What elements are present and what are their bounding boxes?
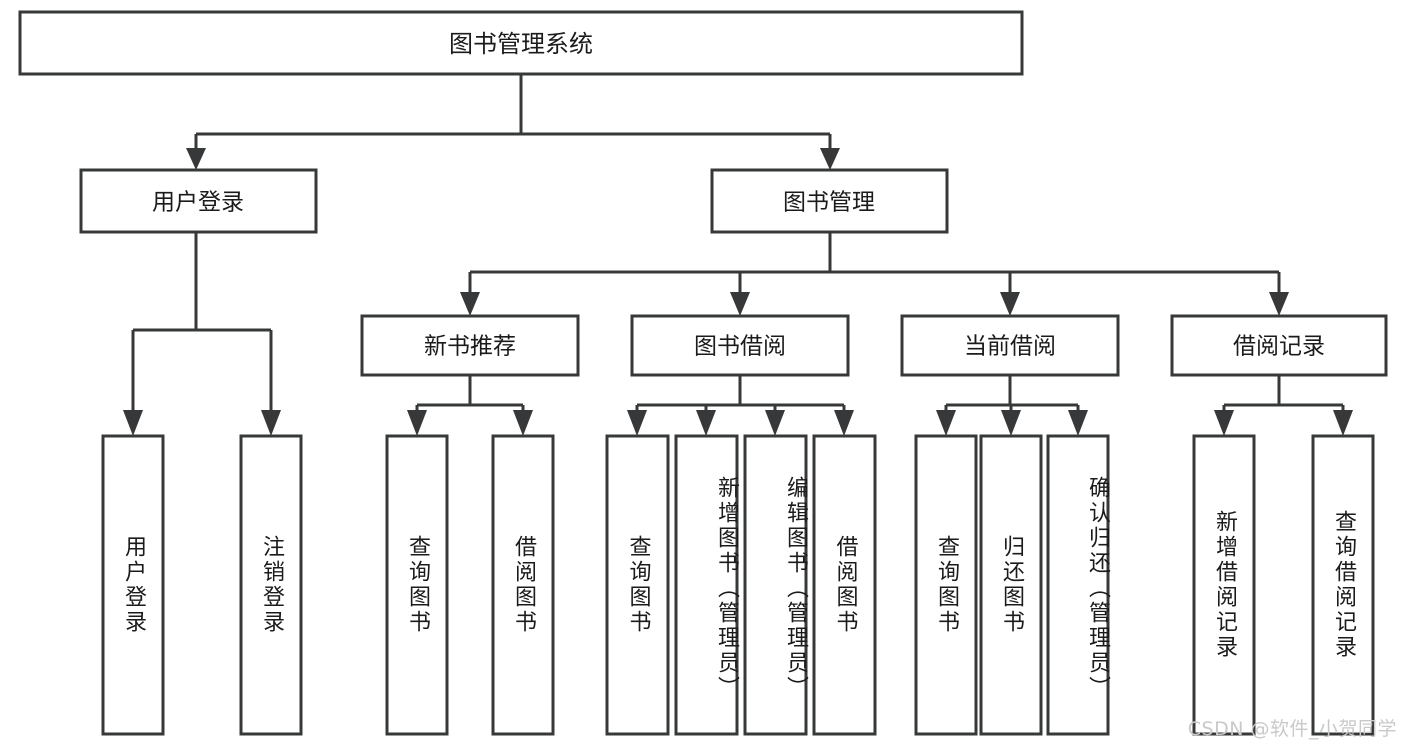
arrowhead-user-login [186,148,206,170]
node-current-borrow-label: 当前借阅 [964,334,1056,360]
leaf-user-login-box[interactable] [101,434,165,736]
arrowhead-leaf-borrow-book-1 [513,410,533,436]
arrowhead-leaf-edit-book [765,410,785,436]
arrowhead-leaf-return-book [1001,410,1021,436]
csdn-watermark: CSDN @软件_小贺同学 [1187,718,1397,740]
node-book-borrow-label: 图书借阅 [694,334,786,360]
arrowhead-leaf-logout [261,410,281,436]
node-book-borrow-box[interactable] [630,314,850,377]
arrowhead-new-book-rec [460,292,480,316]
leaf-add-record-box[interactable] [1192,434,1256,736]
leaf-box-layer [101,434,1375,736]
node-user-login[interactable]: 用户登录 [79,168,318,234]
node-current-borrow[interactable]: 当前借阅 [900,314,1120,377]
node-book-manage[interactable]: 图书管理 [710,168,949,234]
node-book-borrow[interactable]: 图书借阅 [630,314,850,377]
node-new-book-rec-box[interactable] [360,314,580,377]
arrowhead-book-manage [820,148,840,170]
arrowhead-leaf-query-book-3 [936,410,956,436]
leaf-borrow-book-1-box[interactable] [491,434,555,736]
node-user-login-label: 用户登录 [152,190,244,216]
arrowhead-leaf-query-book-1 [407,410,427,436]
node-new-book-rec[interactable]: 新书推荐 [360,314,580,377]
arrowhead-leaf-add-book [696,410,716,436]
node-book-manage-box[interactable] [710,168,949,234]
leaf-query-book-3-box[interactable] [914,434,978,736]
node-borrow-record[interactable]: 借阅记录 [1170,314,1388,377]
arrowhead-leaf-query-record [1333,410,1353,436]
node-book-manage-label: 图书管理 [783,190,875,216]
leaf-edit-book-box[interactable] [743,434,808,736]
leaf-query-book-2-box[interactable] [605,434,670,736]
arrowhead-leaf-query-book-2 [627,410,647,436]
arrowhead-borrow-record [1269,292,1289,316]
leaf-query-book-1-box[interactable] [385,434,449,736]
connector-layer [123,74,1353,436]
arrowhead-leaf-add-record [1214,410,1234,436]
arrowhead-leaf-user-login [123,410,143,436]
node-new-book-rec-label: 新书推荐 [424,334,516,360]
arrowhead-leaf-borrow-book-2 [834,410,854,436]
leaf-confirm-return-box[interactable] [1046,434,1110,736]
arrowhead-leaf-confirm-return [1068,410,1088,436]
leaf-borrow-book-2-box[interactable] [812,434,877,736]
node-root[interactable]: 图书管理系统 [18,10,1024,76]
leaf-logout-box[interactable] [239,434,303,736]
arrowhead-current-borrow [1000,292,1020,316]
node-root-label: 图书管理系统 [449,30,593,58]
node-borrow-record-box[interactable] [1170,314,1388,377]
node-current-borrow-box[interactable] [900,314,1120,377]
node-user-login-box[interactable] [79,168,318,234]
leaf-query-record-box[interactable] [1311,434,1375,736]
node-root-box[interactable] [18,10,1024,76]
arrowhead-book-borrow [730,292,750,316]
leaf-return-book-box[interactable] [979,434,1043,736]
leaf-add-book-box[interactable] [674,434,739,736]
node-borrow-record-label: 借阅记录 [1233,334,1325,360]
